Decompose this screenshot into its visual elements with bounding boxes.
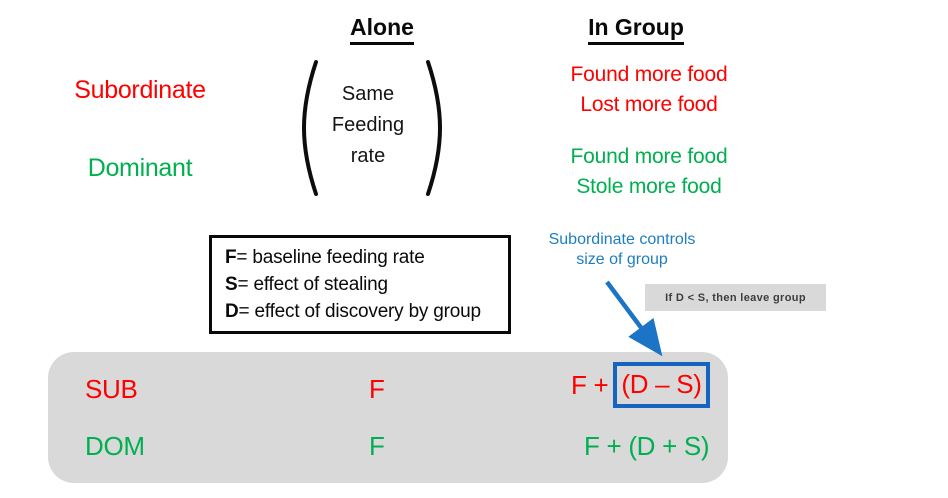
outcome-line: Stole more food	[576, 175, 722, 198]
right-paren-icon	[426, 60, 443, 196]
table-row-sub-alone: F	[369, 374, 385, 404]
table-row-dom-formula: F + (D + S)	[584, 431, 710, 461]
left-paren-icon	[301, 60, 318, 196]
alone-cell-line-2: Feeding	[331, 114, 405, 136]
table-row-dom-alone: F	[369, 431, 385, 461]
in-group-header-label: In Group	[588, 14, 684, 45]
column-header-in-group: In Group	[556, 14, 716, 45]
outcome-line: Lost more food	[580, 93, 718, 116]
in-group-outcome-subordinate: Found more food Lost more food	[544, 60, 754, 120]
legend-symbol-d: D	[225, 301, 239, 322]
alone-cell-line-3: rate	[350, 145, 386, 167]
table-row-sub-label: SUB	[85, 374, 138, 404]
alone-header-label: Alone	[350, 14, 414, 45]
callout-line-2: size of group	[576, 251, 668, 268]
table-row-dom-label: DOM	[85, 431, 145, 461]
legend-def-s: = effect of stealing	[237, 274, 388, 295]
legend-line-s: S= effect of stealing	[225, 271, 500, 298]
legend-symbol-f: F	[225, 247, 237, 268]
legend-def-d: = effect of discovery by group	[238, 301, 482, 322]
arrow-icon	[605, 280, 663, 357]
legend-symbol-s: S	[225, 274, 238, 295]
callout-text: Subordinate controls size of group	[522, 230, 722, 270]
legend-line-d: D= effect of discovery by group	[225, 298, 500, 325]
legend-line-f: F= baseline feeding rate	[225, 244, 500, 271]
sub-formula-prefix: F +	[571, 369, 609, 400]
row-label-dominant: Dominant	[87, 154, 193, 182]
legend-def-f: = baseline feeding rate	[236, 247, 425, 268]
sub-formula-highlight-box: (D – S)	[613, 362, 710, 408]
outcome-line: Found more food	[570, 145, 728, 168]
row-label-subordinate: Subordinate	[74, 76, 206, 104]
callout-line-1: Subordinate controls	[548, 231, 696, 248]
alone-cell: Same Feeding rate	[310, 79, 426, 172]
legend-box: F= baseline feeding rate S= effect of st…	[209, 235, 511, 334]
column-header-alone: Alone	[302, 14, 462, 45]
in-group-outcome-dominant: Found more food Stole more food	[544, 142, 754, 202]
outcome-line: Found more food	[570, 63, 728, 86]
alone-cell-line-1: Same	[341, 83, 395, 105]
table-row-sub-formula: F + (D – S)	[571, 362, 710, 408]
condition-note: If D < S, then leave group	[645, 284, 826, 311]
